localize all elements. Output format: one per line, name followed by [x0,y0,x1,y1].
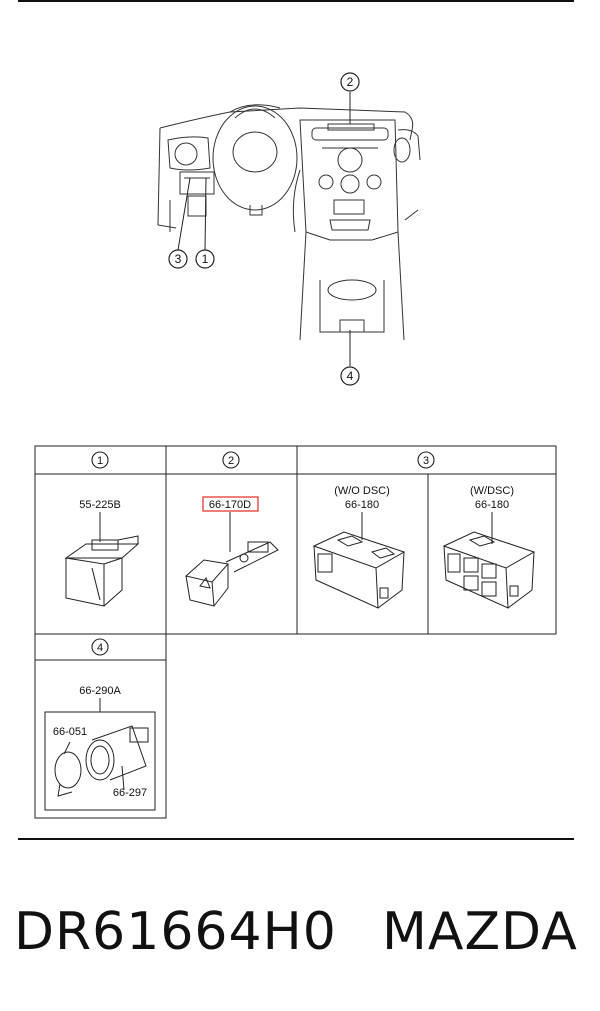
parts-table: 1 2 3 4 55-225B 66-170D (W/O DSC) 66-180 [34,445,557,819]
part-number-55-225B: 55-225B [79,499,121,511]
callout-circle-2 [340,72,360,92]
footer-brand: MAZDA [382,902,578,962]
dashboard-illustration: 2 3 1 4 [157,72,421,386]
footer: DR61664H0 MAZDA [0,900,600,970]
callout-label-3: 3 [175,252,182,266]
table-header-circle-4 [91,638,109,656]
callout-label-4: 4 [347,369,354,383]
callout-circle-3 [168,249,188,269]
part-number-66-180-wo-dsc: 66-180 [345,499,379,511]
top-rule [18,0,574,2]
part-number-66-051: 66-051 [53,726,87,738]
table-header-circle-2 [222,451,240,469]
table-header-circle-1 [91,451,109,469]
table-header-circle-3 [417,451,435,469]
bottom-rule [18,838,574,840]
table-header-3: 3 [423,455,429,467]
note-w-dsc: (W/DSC) [470,485,514,497]
part-number-66-297: 66-297 [113,787,147,799]
part-number-66-180-w-dsc: 66-180 [475,499,509,511]
footer-part-number: DR61664H0 [14,902,337,962]
part-number-66-170D: 66-170D [209,499,251,511]
callout-label-2: 2 [347,75,354,89]
part-highlight-66-170D [202,496,259,512]
callout-label-1: 1 [202,252,209,266]
callout-circle-4 [340,366,360,386]
table-header-4: 4 [97,642,103,654]
table-header-1: 1 [97,455,103,467]
note-wo-dsc: (W/O DSC) [334,485,390,497]
part-number-66-290A: 66-290A [79,685,121,697]
table-header-2: 2 [228,455,234,467]
callout-circle-1 [195,249,215,269]
